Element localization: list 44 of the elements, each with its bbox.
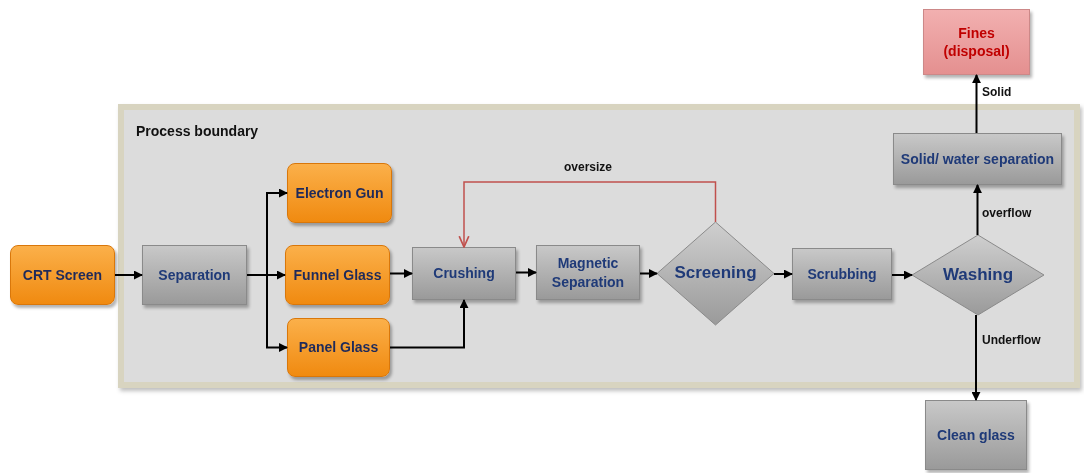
node-label: Clean glass xyxy=(936,425,1016,445)
process-box xyxy=(412,247,516,300)
arrow xyxy=(773,269,793,279)
node-label: Washing xyxy=(941,263,1015,286)
arrow xyxy=(246,274,288,352)
process-box xyxy=(925,400,1027,470)
arrow xyxy=(389,269,413,278)
process-box xyxy=(792,248,892,300)
edge-label: Underflow xyxy=(980,333,1043,347)
process-box xyxy=(287,163,392,223)
edge-label: Solid xyxy=(980,85,1014,99)
process-box xyxy=(142,245,247,305)
arrow xyxy=(973,184,982,236)
arrow xyxy=(389,299,469,349)
node-label: Funnel Glass xyxy=(292,265,383,285)
process-box xyxy=(285,245,390,305)
boundary-title: Process boundary xyxy=(135,122,260,141)
output-box xyxy=(923,9,1030,75)
node-label: Solid/ water separation xyxy=(899,149,1056,169)
arrow xyxy=(971,314,981,401)
node-label: Fines (disposal) xyxy=(942,23,1011,61)
node-label: Scrubbing xyxy=(806,264,878,284)
arrow xyxy=(891,270,913,280)
node-label: Magnetic Separation xyxy=(550,254,626,291)
edge-label: oversize xyxy=(562,160,615,174)
node-label: Screening xyxy=(673,262,758,285)
node-label: CRT Screen xyxy=(21,265,104,285)
process-box xyxy=(287,318,390,377)
decision-diamond xyxy=(912,235,1044,315)
process-box xyxy=(536,245,640,300)
node-label: Panel Glass xyxy=(297,338,380,357)
node-label: Electron Gun xyxy=(294,183,385,203)
arrow xyxy=(972,74,981,134)
process-box xyxy=(10,245,115,305)
edge-label: overflow xyxy=(980,206,1034,220)
arrow xyxy=(458,181,717,248)
node-label: Crushing xyxy=(432,264,496,283)
arrow xyxy=(114,270,143,280)
arrow xyxy=(515,268,537,277)
process-box xyxy=(893,133,1062,185)
decision-diamond xyxy=(657,222,774,325)
node-label: Separation xyxy=(157,265,232,285)
process-boundary-band xyxy=(118,104,1080,388)
arrow xyxy=(639,269,658,278)
